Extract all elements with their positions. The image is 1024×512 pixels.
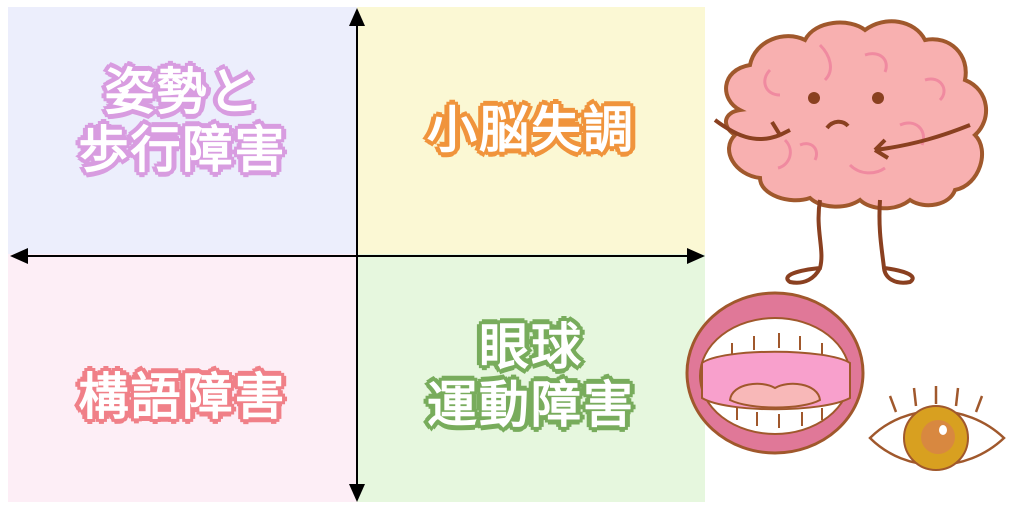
arrow-right-icon [687,248,705,264]
label-cerebellar-ataxia: 小脳失調 [357,101,705,159]
label-line-2: 歩行障害 [78,121,287,179]
label-line-1: 眼球 [479,318,583,376]
arrow-up-icon [349,8,365,26]
quadrant-bottom-right [357,254,705,502]
label-line-2: 運動障害 [427,376,635,434]
arrow-left-icon [10,248,28,264]
label-line-1: 姿勢と [104,63,261,121]
label-line-1: 構語障害 [78,368,287,426]
label-dysarthria: 構語障害 [8,368,357,426]
label-line-1: 小脳失調 [427,101,635,159]
eye-icon [868,386,1006,471]
arrow-down-icon [349,484,365,502]
open-mouth-icon [685,291,865,455]
label-posture-gait-disorder: 姿勢と 歩行障害 [8,63,357,179]
quadrant-top-left [8,7,357,254]
quadrant-bottom-left [8,254,357,502]
vertical-axis [349,8,365,502]
quadrant-top-right [357,7,705,254]
brain-character-icon [713,19,989,285]
label-eye-movement-disorder: 眼球 運動障害 [357,318,705,434]
